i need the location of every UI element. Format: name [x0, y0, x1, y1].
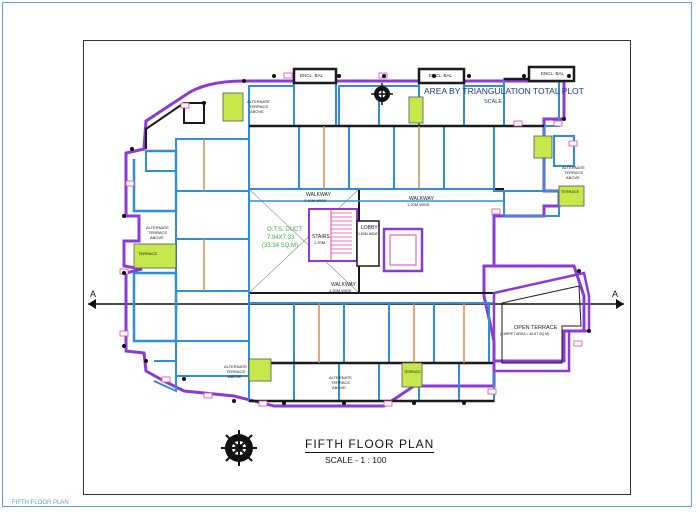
bottom-room-walls	[249, 361, 494, 403]
alt-terrace-label: TERRACE	[249, 104, 268, 109]
plan-title: FIFTH FLOOR PLAN	[305, 437, 435, 453]
section-marker-left: A	[90, 289, 96, 299]
ots-duct-label: O.T.S. DUCT	[267, 227, 302, 233]
alt-terrace-label: ALTERNATE	[146, 225, 169, 230]
alt-terrace-label: ABOVE	[228, 374, 242, 379]
terrace-label: TERRACE	[561, 190, 580, 194]
alt-terrace-label: ALTERNATE	[562, 165, 585, 170]
plan-scale: SCALE - 1 : 100	[325, 455, 387, 465]
walkway-width: 1.20M WIDE	[407, 202, 430, 207]
lobby-width: 1.50M WIDE	[358, 232, 379, 236]
alt-terrace-label: ALTERNATE	[329, 375, 352, 380]
open-terrace: OPEN TERRACE (CARPET AREA = 40.67 SQ.M)	[492, 271, 591, 373]
alternate-terrace-labels: ALTERNATE TERRACE ABOVE ALTERNATE TERRAC…	[146, 99, 585, 390]
terrace-labels: TERRACE TERRACE TERRACE	[138, 190, 580, 374]
encl-bal-labels: ENCL. BAL ENCL. BAL ENCL. BAL	[300, 71, 565, 78]
ots-duct-size: 7.94X7.33	[267, 235, 295, 241]
terrace-label: TERRACE	[138, 251, 157, 256]
viewer-frame	[2, 2, 692, 507]
alt-terrace-label: ALTERNATE	[224, 364, 247, 369]
alt-terrace-label: ALTERNATE	[247, 99, 270, 104]
overlay-scale: SCALE	[484, 99, 502, 105]
lobby-label: LOBBY	[361, 225, 378, 231]
stairs-width: 1.20M	[314, 240, 325, 245]
north-compass-icon	[221, 430, 257, 466]
stair-core: STAIRS 1.20M LOBBY 1.50M WIDE	[308, 208, 424, 273]
section-marker-right: A	[612, 289, 618, 299]
alt-terrace-label: TERRACE	[331, 380, 350, 385]
column-dots	[122, 74, 591, 405]
ots-duct-area: (33.34 SQ.M)	[262, 243, 298, 249]
alt-terrace-label: TERRACE	[564, 170, 583, 175]
alt-terrace-label: ABOVE	[250, 109, 264, 114]
section-arrow-left	[88, 299, 96, 309]
drawing-sheet: A A O.T.S. DUCT 7.94X7.33 (33.34 SQ.M) W…	[83, 40, 631, 495]
encl-bal-label: ENCL. BAL	[429, 73, 453, 78]
top-compass-icon	[371, 83, 393, 105]
partition-lines	[203, 126, 465, 363]
open-terrace-area: (CARPET AREA = 40.67 SQ.M)	[500, 332, 549, 336]
alt-terrace-label: TERRACE	[226, 369, 245, 374]
walkway-label: WALKWAY	[331, 282, 356, 288]
encl-bal-label: ENCL. BAL	[541, 71, 565, 76]
walkway-label: WALKWAY	[409, 196, 434, 202]
alt-terrace-label: ABOVE	[332, 385, 346, 390]
left-rooms	[145, 138, 250, 377]
floor-plan-drawing: A A O.T.S. DUCT 7.94X7.33 (33.34 SQ.M) W…	[88, 65, 624, 466]
file-label: FIFTH FLOOR PLAN	[12, 500, 69, 506]
alt-terrace-label: ABOVE	[566, 175, 580, 180]
walkway-width: 1.20M WIDE	[329, 288, 352, 293]
terrace-blocks	[133, 92, 585, 388]
open-terrace-label: OPEN TERRACE	[514, 325, 558, 331]
overlay-annotation: AREA BY TRIANGULATION TOTAL PLOT	[424, 86, 584, 96]
walkway-label: WALKWAY	[306, 192, 331, 198]
stairs-label: STAIRS	[312, 234, 330, 240]
alt-terrace-label: TERRACE	[148, 230, 167, 235]
top-room-walls	[249, 65, 576, 128]
encl-bal-label: ENCL. BAL	[300, 73, 324, 78]
terrace-label: TERRACE	[404, 370, 421, 374]
walkway-width: 1.20M WIDE	[304, 198, 327, 203]
section-arrow-right	[616, 299, 624, 309]
alt-terrace-label: ABOVE	[150, 235, 164, 240]
